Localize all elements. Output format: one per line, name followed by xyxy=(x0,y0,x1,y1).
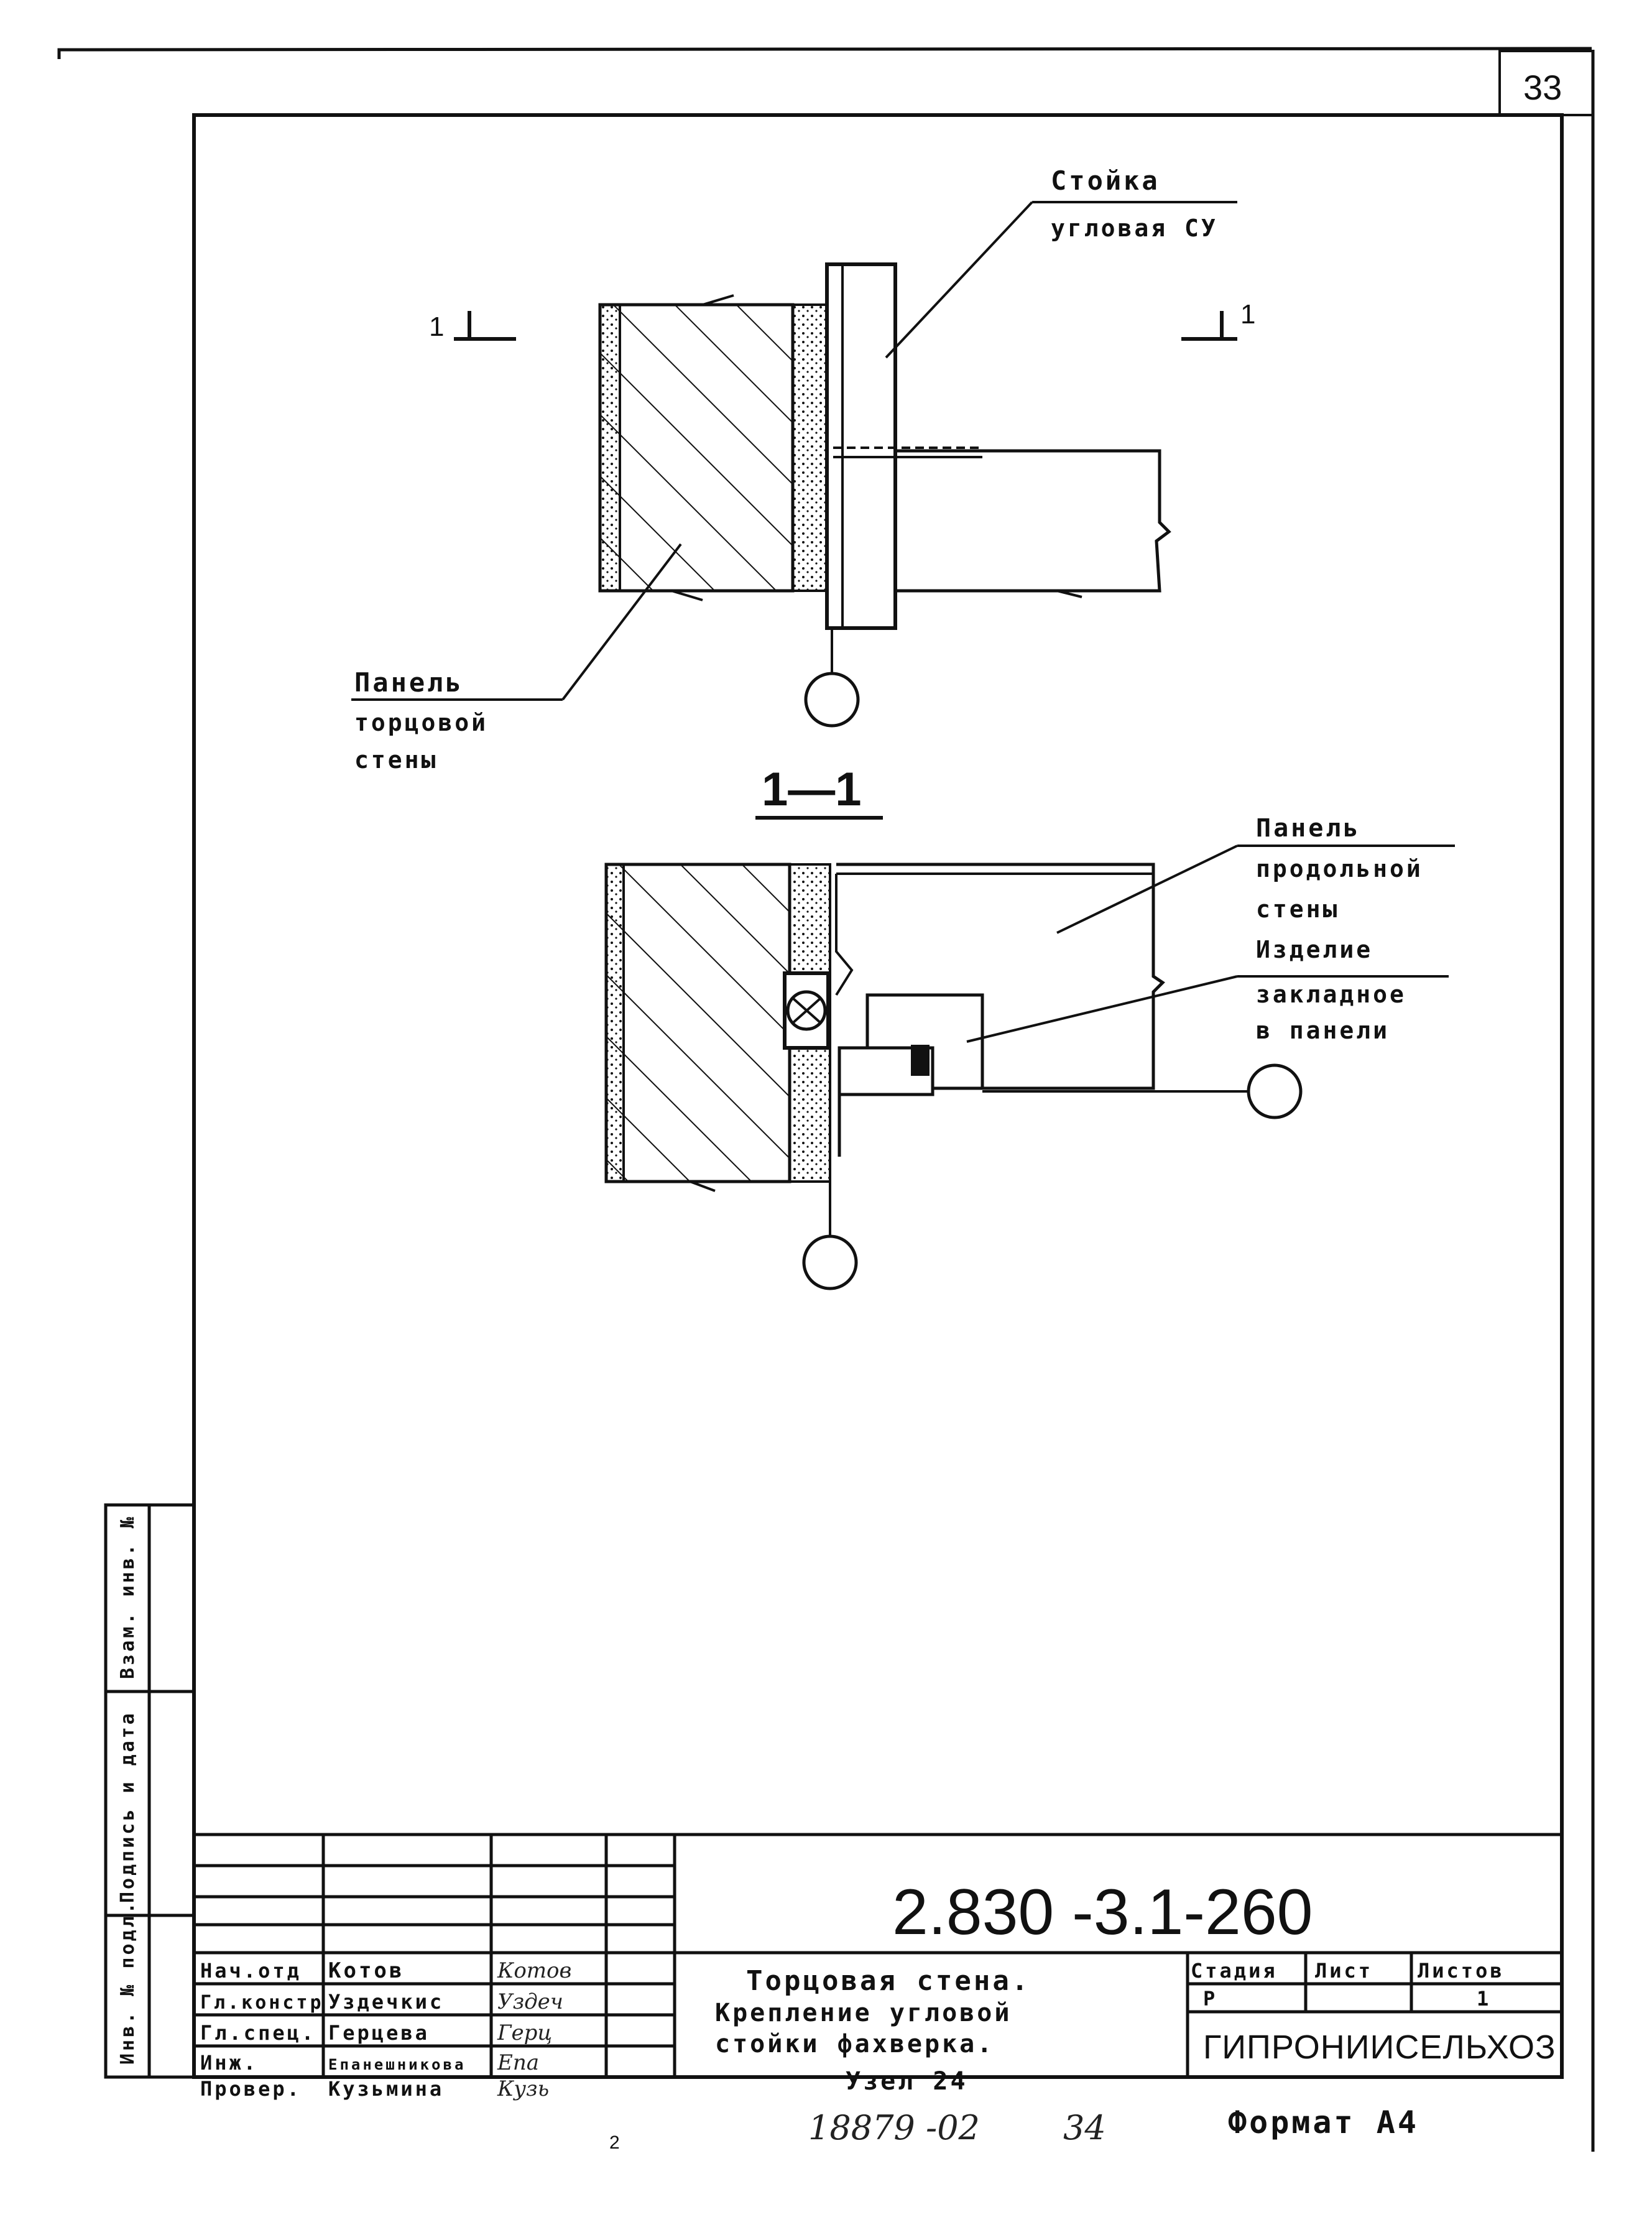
section-mark-left-label: 1 xyxy=(429,312,444,342)
section-mark-right-label: 1 xyxy=(1240,299,1255,330)
description-line4: Узел 24 xyxy=(846,2067,968,2096)
axis-marker-lower xyxy=(802,1234,858,1290)
leader-embedded xyxy=(966,975,1238,1043)
label-corner-post-line1: Стойка xyxy=(1051,165,1160,196)
label-corner-post-line2: угловая СУ xyxy=(1051,215,1218,242)
lower-detail: Панель продольной стены Изделие закладно… xyxy=(604,814,1455,1290)
label-long-panel-line1: Панель xyxy=(1256,814,1361,843)
side-stamp xyxy=(104,1503,196,2079)
end-wall-panel-top xyxy=(598,303,795,593)
end-wall-panel-section-insulation xyxy=(605,863,625,1183)
signature-3: Герц xyxy=(497,2020,552,2045)
leader-long-panel xyxy=(1056,845,1238,934)
label-long-panel-line2: продольной xyxy=(1256,855,1423,882)
section-mark-left xyxy=(454,311,516,341)
description-line2: Крепление угловой xyxy=(715,1999,1012,2027)
long-wall-panel-section xyxy=(836,863,1165,1090)
title-block-grid xyxy=(192,1833,1564,2079)
long-wall-panel-top xyxy=(895,449,1171,593)
sheets-value: 1 xyxy=(1477,1987,1491,2011)
role-3: Гл.спец. xyxy=(200,2021,316,2045)
stray-mark: 2 xyxy=(609,2132,620,2153)
role-2: Гл.констр xyxy=(200,1992,324,2014)
label-embedded-line3: в панели xyxy=(1256,1017,1390,1044)
role-1: Нач.отд xyxy=(200,1959,302,1983)
provider-signature: Кузь xyxy=(497,2076,549,2101)
provider-name: Кузьмина xyxy=(328,2077,444,2101)
format-label: Формат А4 xyxy=(1228,2104,1419,2140)
sheets-header: Листов xyxy=(1418,1959,1505,1983)
bottom-note-page: 34 xyxy=(1063,2108,1106,2147)
sheet-header: Лист xyxy=(1315,1959,1373,1983)
role-4: Инж. xyxy=(200,2051,258,2075)
leader-end-panel xyxy=(561,543,682,701)
side-stamp-col2: Подпись и дата xyxy=(117,1711,139,1903)
end-wall-panel-section xyxy=(604,863,791,1183)
label-end-panel-line2: торцовой xyxy=(354,709,488,736)
description-line1: Торцовая стена. xyxy=(746,1965,1030,1997)
corner-post xyxy=(825,262,897,630)
signatures-column: Котов Уздеч Герц Епа xyxy=(497,1958,571,2075)
bottom-note-number: 18879 -02 xyxy=(808,2108,980,2147)
stage-value: Р xyxy=(1203,1987,1217,2011)
section-mark-right xyxy=(1181,311,1237,341)
roles-column: Нач.отд Гл.констр Гл.спец. Инж. xyxy=(200,1959,324,2075)
side-stamp-col1: Инв. № подл. xyxy=(117,1900,139,2065)
leader-corner-post xyxy=(885,201,1033,359)
label-embedded-line2: закладное xyxy=(1256,981,1406,1008)
document-code: 2.830 -3.1-260 xyxy=(892,1876,1313,1948)
signature-2: Уздеч xyxy=(497,1989,563,2014)
signature-1: Котов xyxy=(497,1958,571,1983)
page-number: 33 xyxy=(1523,68,1562,107)
name-4: Епанешникова xyxy=(328,2056,466,2073)
axis-marker-lower-right xyxy=(1247,1063,1303,1119)
label-long-panel-line3: стены xyxy=(1256,896,1339,923)
provider-role: Провер. xyxy=(200,2077,302,2101)
stage-header: Стадия xyxy=(1191,1959,1278,1983)
description-line3: стойки фахверка. xyxy=(715,2030,994,2058)
name-2: Уздечкис xyxy=(328,1990,444,2014)
label-end-panel-line1: Панель xyxy=(354,667,464,698)
name-1: Котов xyxy=(328,1958,404,1983)
side-stamp-col3: Взам. инв. № xyxy=(117,1514,139,1679)
label-embedded-line1: Изделие xyxy=(1256,936,1373,963)
section-title: 1—1 xyxy=(762,763,862,816)
end-wall-panel-top-edge xyxy=(791,303,828,592)
upper-detail: 1 1 Стойка угловая СУ Панель торцовой ст… xyxy=(351,165,1255,774)
names-column: Котов Уздечкис Герцева Епанешникова xyxy=(328,1958,466,2073)
end-wall-panel-top-insulation xyxy=(599,303,621,592)
organization: ГИПРОНИИСЕЛЬХОЗ xyxy=(1203,2029,1556,2066)
signature-4: Епа xyxy=(497,2050,539,2075)
axis-marker-top xyxy=(804,672,860,728)
name-3: Герцева xyxy=(328,2021,430,2045)
label-end-panel-line3: стены xyxy=(354,746,438,774)
description: Торцовая стена. Крепление угловой стойки… xyxy=(715,1965,1030,2058)
